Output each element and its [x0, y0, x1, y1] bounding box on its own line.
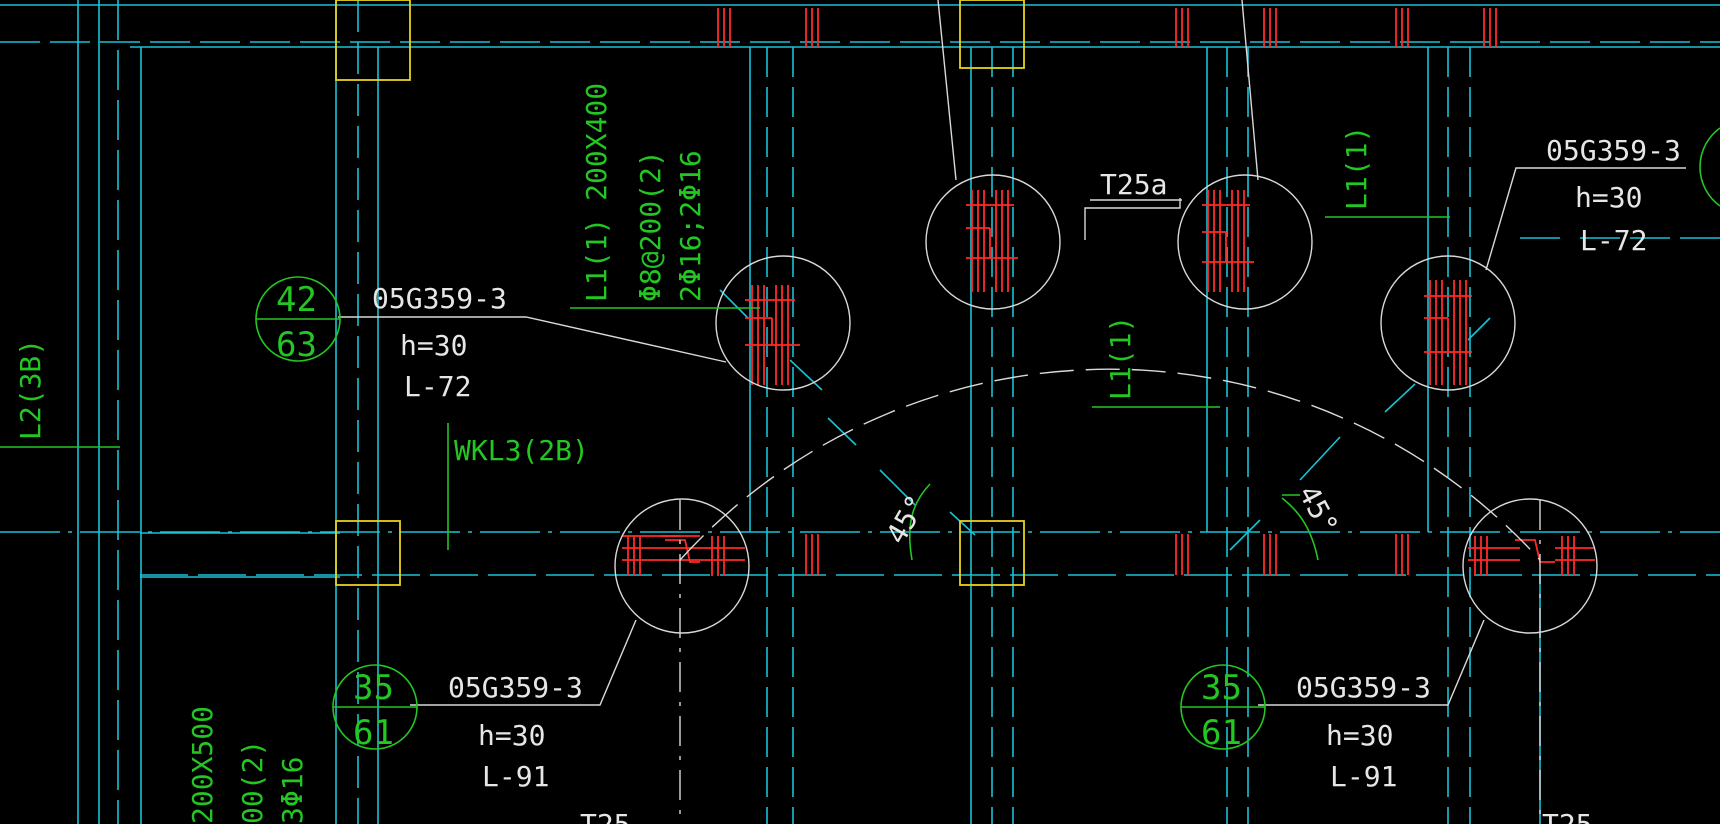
- axis-bubble-35-61-left: 35 61: [353, 668, 394, 753]
- detail-callout-top-right: 05G359-3 h=30 L-72: [1546, 134, 1681, 257]
- detail-height: h=30: [1326, 719, 1393, 752]
- detail-code: 05G359-3: [448, 671, 583, 704]
- beam-spec-line-2: Φ8@200(2): [634, 150, 667, 302]
- detail-height: h=30: [400, 329, 467, 362]
- detail-length: L-91: [482, 760, 549, 793]
- detail-height: h=30: [1575, 181, 1642, 214]
- axis-bubble-top: 42: [276, 280, 317, 320]
- detail-callout-top-left: 05G359-3 h=30 L-72: [372, 282, 507, 403]
- axis-bubble-top: 35: [353, 668, 394, 708]
- detail-code: 05G359-3: [1546, 134, 1681, 167]
- arc-geometry: [614, 174, 1598, 824]
- detail-callout-bottom-left: 05G359-3 h=30 L-91: [448, 671, 583, 793]
- beam-spec-l1: L1(1) 200X400 Φ8@200(2) 2Φ16;2Φ16: [580, 83, 707, 302]
- axis-bubble-bottom: 61: [353, 713, 394, 753]
- axis-bubble-bottom: 61: [1201, 713, 1242, 753]
- detail-height: h=30: [478, 719, 545, 752]
- detail-code: 05G359-3: [1296, 671, 1431, 704]
- angle-label-left: 45°: [879, 489, 933, 549]
- angle-label-right: 45°: [1292, 480, 1345, 540]
- beam-spec-line-3: 3Φ16: [276, 757, 309, 824]
- beam-label-l1-center: L1(1): [1104, 316, 1137, 400]
- partial-bubble: [1699, 127, 1720, 207]
- beam-label-l2: L2(3B): [14, 339, 47, 440]
- beam-spec-line-2: 00(2): [236, 740, 269, 824]
- beam-spec-line-1: L1(1) 200X400: [580, 83, 613, 302]
- tag-t25-right: T25: [1542, 808, 1593, 824]
- detail-length: L-91: [1330, 760, 1397, 793]
- axis-bubble-top: 35: [1201, 668, 1242, 708]
- axis-bubble-bottom: 63: [276, 325, 317, 365]
- rebar: [622, 8, 1595, 576]
- detail-code: 05G359-3: [372, 282, 507, 315]
- beam-label-l1-right: L1(1): [1340, 126, 1373, 210]
- beam-label-wkl3: WKL3(2B): [454, 434, 589, 467]
- detail-length: L-72: [1580, 224, 1647, 257]
- tag-t25a: T25a: [1100, 168, 1167, 201]
- beam-spec-line-1: 200X500: [186, 706, 219, 824]
- detail-length: L-72: [404, 370, 471, 403]
- columns: [335, 0, 1025, 586]
- leader-lines: [338, 0, 1686, 706]
- beam-spec-bottom-left: 200X500 00(2) 3Φ16: [186, 706, 309, 824]
- beam-spec-line-3: 2Φ16;2Φ16: [674, 150, 707, 302]
- detail-callout-bottom-right: 05G359-3 h=30 L-91: [1296, 671, 1431, 793]
- annotation-lines: [0, 216, 1450, 750]
- axis-bubble-42-63: 42 63: [276, 280, 317, 365]
- axis-bubble-35-61-right: 35 61: [1201, 668, 1242, 753]
- tag-t25-left: T25: [580, 808, 631, 824]
